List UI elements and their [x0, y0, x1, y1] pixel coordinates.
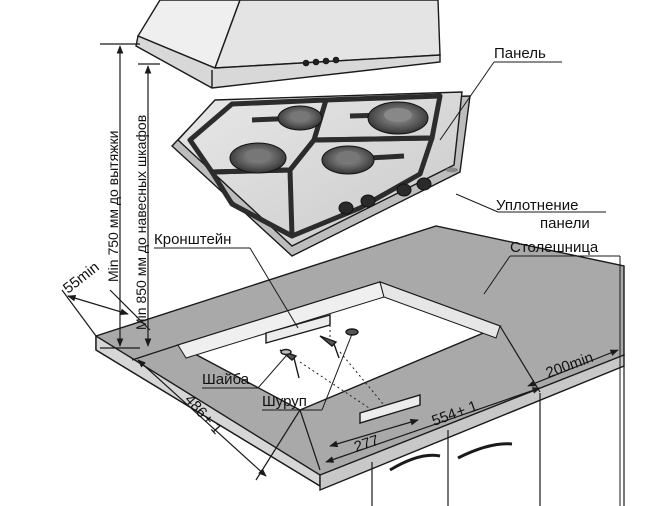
hood-button-icon — [312, 58, 320, 66]
seal-label-line1: Уплотнение — [496, 197, 578, 214]
hood-button-icon — [322, 57, 330, 65]
knob-icon — [396, 183, 412, 197]
leader-lines — [154, 61, 621, 506]
screw-label: Шуруп — [262, 393, 307, 410]
cabinet-handle-icon — [457, 442, 513, 460]
svg-text:+ 1: + 1 — [454, 398, 480, 421]
hood-button-icon — [302, 59, 310, 67]
side-clearance-label: 55min — [60, 259, 103, 298]
knob-icon — [338, 201, 354, 215]
countertop-label: Столешница — [510, 239, 599, 256]
panel-label: Панель — [494, 45, 546, 62]
washer-icon — [280, 348, 292, 356]
bracket-label: Кронштейн — [154, 231, 231, 248]
control-knobs — [338, 177, 432, 215]
hood-button-icon — [332, 56, 340, 64]
brand-logo-icon — [446, 167, 458, 173]
seal-label-line2: панели — [540, 215, 590, 232]
knob-icon — [360, 194, 376, 208]
hood-height-label: Min 750 мм до вытяжки — [105, 131, 121, 282]
burners — [229, 101, 429, 175]
knob-icon — [416, 177, 432, 191]
washer-label: Шайба — [202, 371, 250, 388]
range-hood — [135, 0, 441, 89]
gas-hob — [171, 91, 471, 257]
size-dimensions — [61, 289, 619, 481]
cabinet-height-label: Min 850 мм до навесных шкафов — [133, 115, 149, 330]
offset-label: 277 — [352, 432, 381, 456]
